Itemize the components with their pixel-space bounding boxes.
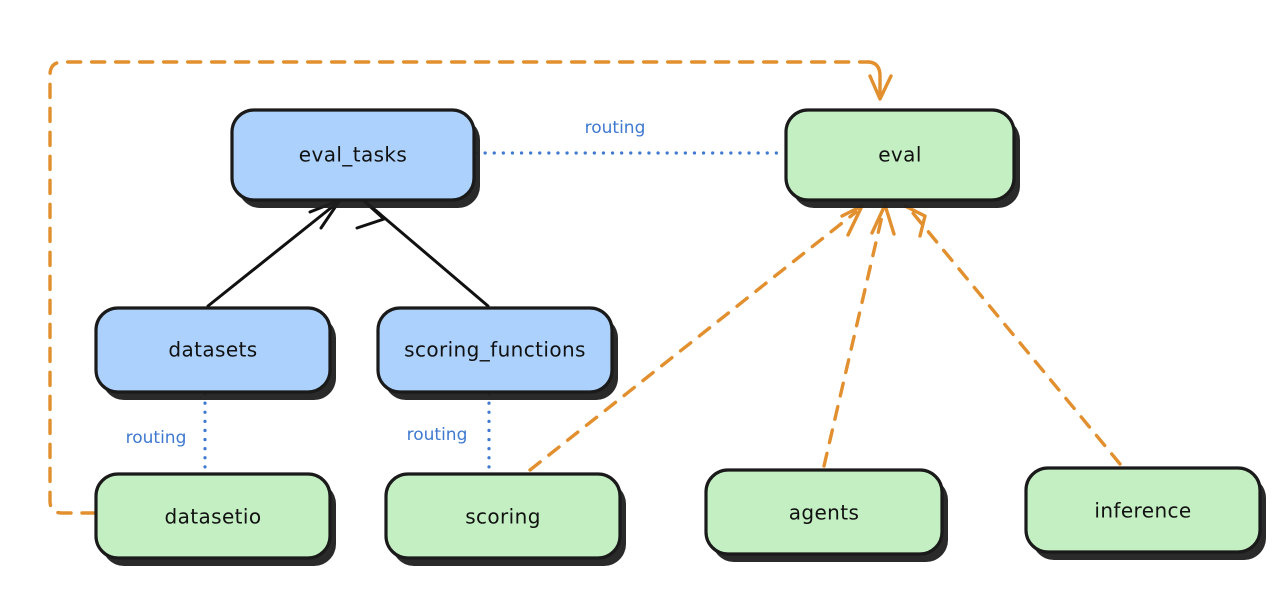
- edge-inference-eval-arrowhead: [903, 204, 927, 238]
- edge-label-eval-tasks-eval: routing: [585, 118, 646, 138]
- edge-agents-eval-arrowhead: [870, 203, 896, 236]
- node-eval-tasks-shape: [230, 108, 476, 202]
- node-inference-label: inference: [1094, 499, 1191, 523]
- node-scoring[interactable]: scoring: [384, 472, 626, 566]
- edge-datasetio-eval-arrowhead: [868, 74, 893, 101]
- node-scoring-functions-shape: [376, 306, 614, 394]
- node-datasets[interactable]: datasets: [94, 306, 336, 400]
- nodes: eval_tasks eval datasets scoring_functio…: [94, 108, 1266, 566]
- edge-scoring-eval-arrowhead: [840, 204, 864, 237]
- edge-scoring-functions-eval-tasks-line: [365, 201, 490, 308]
- node-eval-tasks-label: eval_tasks: [299, 143, 407, 167]
- edge-datasets-eval-tasks: [206, 198, 342, 308]
- node-eval-shape: [784, 108, 1016, 202]
- edge-agents-eval: [822, 203, 896, 468]
- edge-label-datasets-datasetio: routing: [126, 428, 187, 448]
- node-datasetio-label: datasetio: [164, 505, 261, 529]
- node-eval-tasks[interactable]: eval_tasks: [230, 108, 480, 208]
- edge-inference-eval: [903, 204, 1122, 466]
- node-inference-shape: [1024, 466, 1262, 554]
- edge-datasetio-eval: [48, 60, 893, 515]
- edge-datasets-eval-tasks-line: [206, 201, 339, 308]
- edge-agents-eval-line: [822, 210, 885, 468]
- node-eval[interactable]: eval: [784, 108, 1020, 208]
- edge-datasetio-eval-line: [48, 60, 871, 515]
- node-scoring-shape: [384, 472, 622, 560]
- node-datasetio[interactable]: datasetio: [94, 472, 336, 566]
- node-datasets-label: datasets: [168, 338, 257, 362]
- node-eval-label: eval: [878, 143, 922, 167]
- node-scoring-functions-label: scoring_functions: [404, 338, 586, 362]
- edge-label-scoring-functions-scoring: routing: [407, 425, 468, 445]
- edge-scoring-eval-line: [528, 210, 858, 472]
- composition-edges: [206, 198, 490, 308]
- node-agents-label: agents: [789, 501, 860, 525]
- edge-labels: routing routing routing: [126, 118, 646, 448]
- node-scoring-functions[interactable]: scoring_functions: [376, 306, 618, 400]
- edge-inference-eval-line: [910, 210, 1122, 466]
- node-inference[interactable]: inference: [1024, 466, 1266, 560]
- edge-scoring-functions-eval-tasks: [355, 199, 490, 308]
- node-datasets-shape: [94, 306, 332, 394]
- node-agents[interactable]: agents: [704, 468, 948, 562]
- node-agents-shape: [704, 468, 944, 556]
- edge-datasetio-eval-curve: [867, 60, 882, 99]
- node-scoring-label: scoring: [465, 505, 541, 529]
- routing-edges: [203, 151, 786, 474]
- node-datasetio-shape: [94, 472, 332, 560]
